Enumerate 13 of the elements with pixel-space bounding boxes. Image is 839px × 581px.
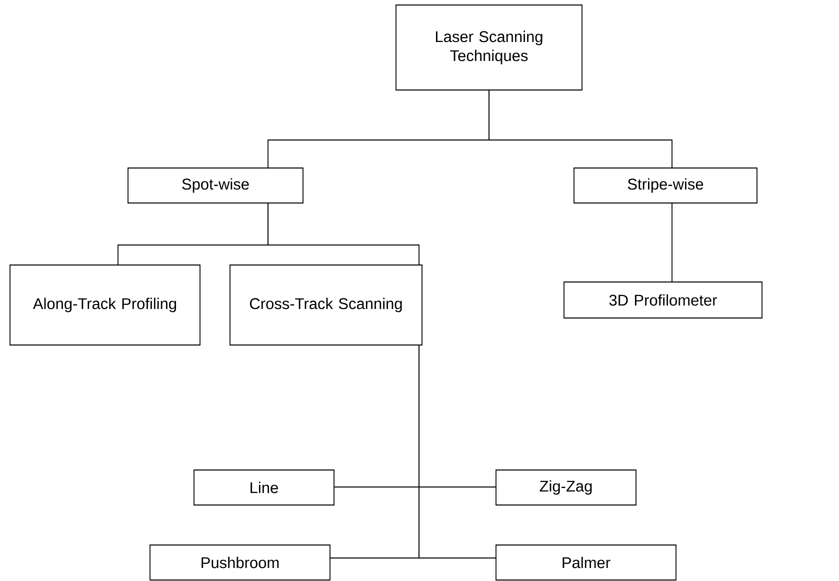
process-box: Pushbroom bbox=[150, 544, 330, 580]
process-box: Palmer bbox=[496, 544, 676, 580]
process-box: Cross-Track Scanning bbox=[230, 264, 422, 346]
process-box: Along-Track Profiling bbox=[10, 264, 200, 346]
process-box: Zig-Zag bbox=[496, 470, 636, 506]
connector-line bbox=[268, 203, 420, 265]
process-box: Spot-wise bbox=[128, 168, 304, 204]
connector-line bbox=[488, 90, 672, 168]
process-box: 3D Profilometer bbox=[564, 282, 762, 318]
connector-line bbox=[418, 345, 496, 558]
process-box: Stripe-wise bbox=[574, 168, 758, 204]
process-box: Line bbox=[194, 470, 334, 506]
process-box: Laser Scanning Techniques bbox=[396, 4, 582, 90]
